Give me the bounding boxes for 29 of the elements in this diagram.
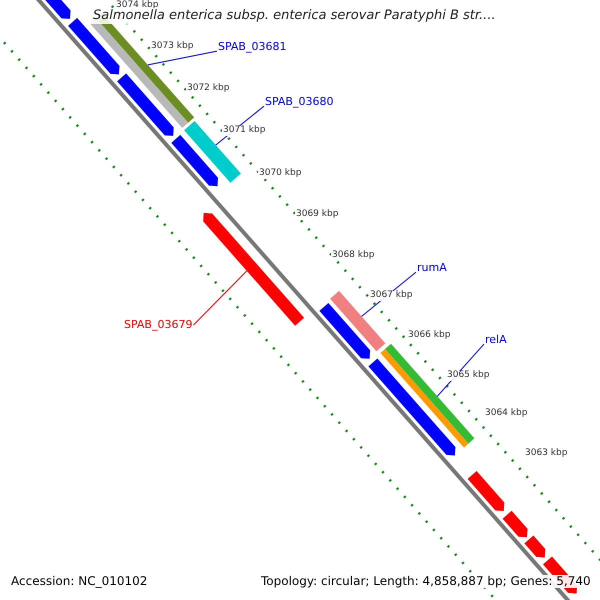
gene-label: rumA: [417, 262, 447, 274]
tick-label: 3066 kbp: [407, 331, 452, 341]
tick-label: 3068 kbp: [331, 251, 376, 261]
gene-bar: [380, 349, 468, 448]
leader-line: [147, 50, 218, 66]
gene-label: SPAB_03679: [124, 319, 192, 332]
gene-feature: [171, 134, 218, 186]
tick-label: 3069 kbp: [295, 210, 340, 220]
tick-label: 3073 kbp: [150, 42, 194, 52]
tick-label: 3071 kbp: [222, 126, 266, 136]
tick-label: 3067 kbp: [369, 291, 414, 301]
tick-label: 3063 kbp: [524, 449, 568, 459]
accession-text: Accession: NC_010102: [10, 575, 148, 588]
tick-label: 3065 kbp: [446, 371, 490, 381]
gene-bar: [385, 344, 474, 444]
tick-label: 3072 kbp: [186, 84, 230, 94]
gene-feature: [502, 510, 528, 538]
tick-label: 3070 kbp: [258, 169, 302, 179]
gene-label: SPAB_03680: [265, 96, 334, 108]
gene-label: SPAB_03681: [218, 41, 286, 54]
gene-label: relA: [485, 334, 507, 346]
leader-line: [193, 270, 248, 326]
gene-feature: [117, 73, 174, 136]
genome-stats-text: Topology: circular; Length: 4,858,887 bp; Genes: 5,740: [260, 575, 592, 588]
tick-label: 3064 kbp: [484, 409, 528, 419]
gene-feature: [319, 303, 370, 359]
gene-feature: [68, 18, 120, 74]
gene-feature: [468, 471, 504, 511]
gene-feature: [524, 536, 546, 558]
